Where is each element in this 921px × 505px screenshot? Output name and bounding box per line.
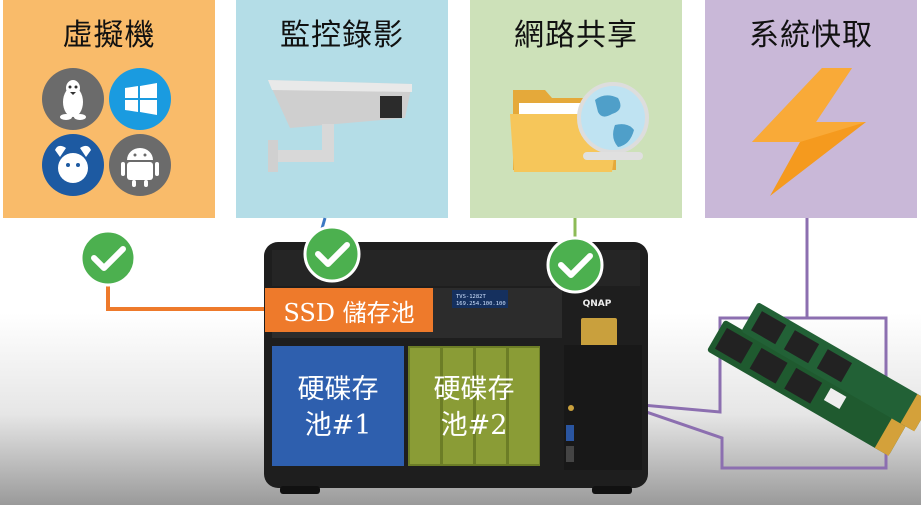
pool2-label-line2: 池#2 <box>440 410 508 441</box>
cache-ssd-callout-line <box>619 218 888 470</box>
lightning-icon <box>752 68 866 196</box>
lcd-ip: 169.254.100.100 <box>456 301 506 307</box>
security-camera-icon <box>268 80 412 172</box>
panel-title-surveillance: 監控錄影 <box>280 18 404 53</box>
android-icon <box>109 134 171 196</box>
pool1-block <box>272 346 404 466</box>
linux-icon <box>42 68 104 130</box>
check-surveillance-icon <box>303 225 361 283</box>
panel-surveillance: 監控錄影 <box>236 0 448 218</box>
ssd-pool-label: SSD 儲存池 <box>265 288 433 332</box>
m2-ssd-cards <box>707 303 921 456</box>
pool1-label: 硬碟存 池#1 <box>272 372 404 444</box>
panel-title-share: 網路共享 <box>514 18 638 53</box>
check-vm-icon <box>79 229 137 287</box>
panel-virtual-machine: 虛擬機 <box>3 0 215 218</box>
pool1-label-line2: 池#1 <box>304 410 372 441</box>
lcd-model: TVS-1282T <box>456 294 486 300</box>
freebsd-icon <box>42 134 104 196</box>
pool1-label-line1: 硬碟存 <box>297 374 379 405</box>
windows-icon <box>109 68 171 130</box>
check-share-icon <box>546 236 604 294</box>
pool2-label: 硬碟存 池#2 <box>408 372 540 444</box>
brand-logo: QNAP <box>583 299 612 309</box>
panel-title-vm: 虛擬機 <box>62 18 156 53</box>
pool2-label-line1: 硬碟存 <box>433 374 515 405</box>
panel-title-cache: 系統快取 <box>749 18 873 53</box>
pool2-block <box>408 346 540 466</box>
lcd-screen <box>452 290 508 308</box>
globe-icon <box>577 82 649 160</box>
